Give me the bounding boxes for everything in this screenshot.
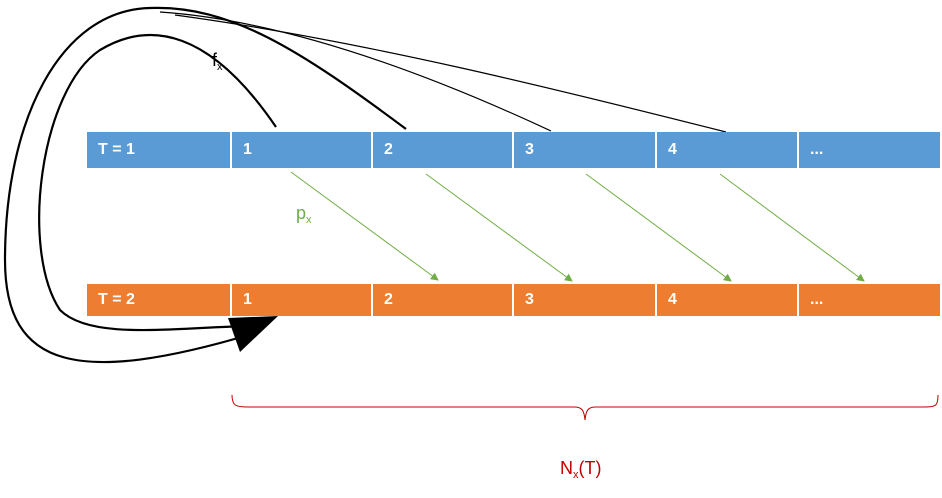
row-t1-cell-more: ... — [797, 132, 940, 168]
fecundity-label-main: f — [212, 50, 218, 70]
row-t2-cell-2: 2 — [371, 284, 512, 316]
fecundity-curve-1 — [38, 33, 277, 332]
row-t2-cell-3: 3 — [512, 284, 655, 316]
row-t2-label-cell: T = 2 — [87, 284, 230, 316]
survival-label-main: p — [296, 203, 307, 223]
row-t1-cell-1: 1 — [230, 132, 371, 168]
population-brace — [231, 394, 939, 421]
row-t1-cell-3: 3 — [512, 132, 655, 168]
survival-label: px — [296, 203, 312, 226]
survival-label-sub: x — [306, 214, 312, 226]
row-t2-cell-1: 1 — [230, 284, 371, 316]
population-label-sub: x — [573, 469, 579, 481]
row-t1-cell-2: 2 — [371, 132, 512, 168]
population-label-main: N — [560, 458, 573, 478]
fecundity-arrows — [3, 6, 727, 364]
survival-arrow-3 — [585, 173, 732, 282]
fecundity-label: fx — [212, 50, 223, 73]
fecundity-curve-2 — [3, 6, 407, 364]
population-label: Nx(T) — [560, 458, 601, 481]
row-t2-cell-4: 4 — [655, 284, 797, 316]
survival-arrows — [290, 171, 865, 282]
survival-arrow-2 — [425, 173, 573, 282]
fecundity-arrowhead — [228, 316, 278, 352]
row-t1-cell-4: 4 — [655, 132, 797, 168]
fecundity-curve-3 — [159, 11, 552, 132]
fecundity-label-sub: x — [217, 61, 223, 73]
survival-arrow-4 — [719, 173, 865, 282]
population-label-tail: (T) — [578, 458, 602, 478]
fecundity-curve-4 — [174, 14, 727, 133]
survival-arrow-1 — [290, 171, 439, 281]
row-t2-cell-more: ... — [797, 284, 940, 316]
row-t1-label-cell: T = 1 — [87, 132, 230, 168]
